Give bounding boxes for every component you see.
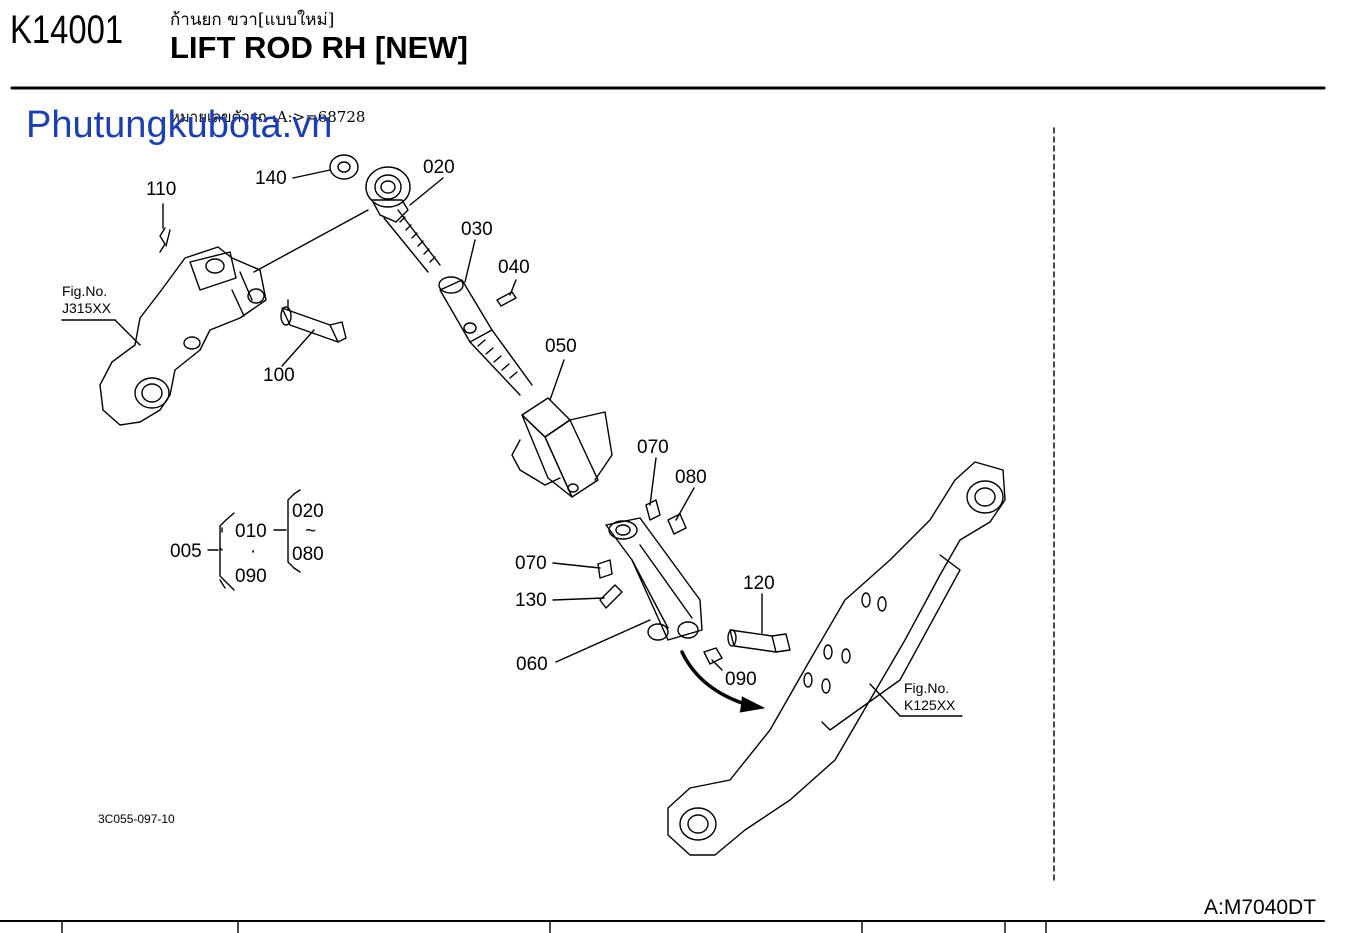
washer bbox=[329, 154, 359, 180]
page-title: LIFT ROD RH [NEW] bbox=[170, 30, 468, 65]
fig-ref-left-code: J315XX bbox=[62, 299, 112, 316]
fig-ref-left[interactable]: Fig.No. J315XX bbox=[62, 283, 111, 317]
bracket-050 bbox=[511, 397, 613, 498]
callout-090-group[interactable]: 090 bbox=[235, 566, 267, 587]
clip-130 bbox=[599, 584, 623, 609]
callout-080-group[interactable]: 080 bbox=[292, 544, 324, 565]
bolt-070a bbox=[645, 499, 661, 521]
clevis bbox=[605, 517, 703, 641]
callout-020[interactable]: 020 bbox=[423, 157, 455, 178]
group-dot: · bbox=[250, 541, 257, 562]
pin-120 bbox=[727, 629, 791, 653]
bolt-080a bbox=[667, 513, 687, 535]
callout-090-right[interactable]: 090 bbox=[725, 669, 757, 690]
rod-end bbox=[365, 166, 441, 273]
callout-140[interactable]: 140 bbox=[255, 168, 287, 189]
pin-100 bbox=[280, 299, 347, 343]
screw-040 bbox=[496, 291, 517, 307]
callout-060[interactable]: 060 bbox=[516, 654, 548, 675]
callout-030[interactable]: 030 bbox=[461, 219, 493, 240]
callout-070-bottom[interactable]: 070 bbox=[515, 553, 547, 574]
cotter-pin bbox=[159, 227, 171, 253]
callout-110[interactable]: 110 bbox=[146, 179, 177, 200]
serial-note: หมายเลขตัวรถ :A:>=68728 bbox=[170, 108, 366, 126]
callout-010[interactable]: 010 bbox=[235, 521, 267, 542]
callout-120[interactable]: 120 bbox=[743, 573, 775, 594]
callout-005[interactable]: 005 bbox=[170, 541, 202, 562]
watermark: Phutungkubota.vn bbox=[26, 104, 333, 146]
fig-ref-right[interactable]: Fig.No. K125XX bbox=[904, 680, 955, 714]
turnbuckle bbox=[438, 276, 533, 396]
model-code: A:M7040DT bbox=[1204, 896, 1317, 919]
callout-020-group[interactable]: 020 bbox=[292, 501, 324, 522]
callout-100[interactable]: 100 bbox=[263, 365, 295, 386]
callout-070-top[interactable]: 070 bbox=[637, 437, 669, 458]
lower-link bbox=[667, 461, 1006, 856]
fig-ref-left-label: Fig.No. bbox=[62, 283, 108, 299]
lift-arm bbox=[99, 246, 267, 426]
title-thai: ก้านยก ขวา[แบบใหม่] bbox=[170, 10, 335, 30]
nut-090 bbox=[703, 647, 723, 665]
fig-ref-right-label: Fig.No. bbox=[904, 680, 950, 696]
callout-050[interactable]: 050 bbox=[545, 336, 577, 357]
group-tilde: ~ bbox=[305, 521, 317, 542]
callout-080-top[interactable]: 080 bbox=[675, 467, 707, 488]
drawing-code: 3C055-097-10 bbox=[98, 812, 175, 826]
callout-130[interactable]: 130 bbox=[515, 590, 547, 611]
bolt-070b bbox=[597, 559, 613, 579]
fig-ref-right-code: K125XX bbox=[904, 696, 956, 713]
page-code: K14001 bbox=[10, 8, 124, 52]
callout-040[interactable]: 040 bbox=[498, 257, 530, 278]
